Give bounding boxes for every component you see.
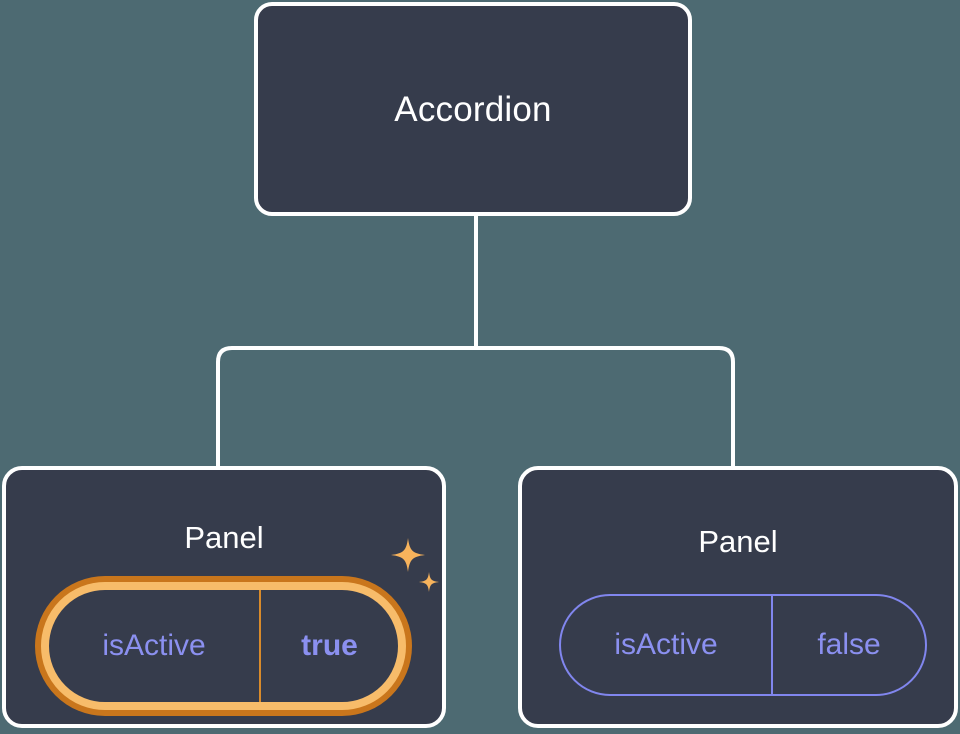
node-panel-inactive-label: Panel	[698, 524, 778, 559]
prop-key: isActive	[561, 596, 773, 694]
node-panel-inactive[interactable]: Panel isActive false	[518, 466, 958, 728]
node-panel-active-label: Panel	[184, 520, 264, 555]
node-accordion-label: Accordion	[394, 89, 552, 129]
node-panel-active[interactable]: Panel isActive true	[2, 466, 446, 728]
connector-branch-left	[216, 346, 478, 470]
node-accordion[interactable]: Accordion	[254, 2, 692, 216]
prop-pill-isactive-true[interactable]: isActive true	[41, 582, 406, 710]
prop-value: false	[817, 628, 881, 661]
connector-branch-right	[474, 346, 735, 470]
prop-pill-isactive-false[interactable]: isActive false	[559, 594, 927, 696]
prop-value: true	[301, 629, 358, 662]
prop-key: isActive	[49, 590, 261, 702]
